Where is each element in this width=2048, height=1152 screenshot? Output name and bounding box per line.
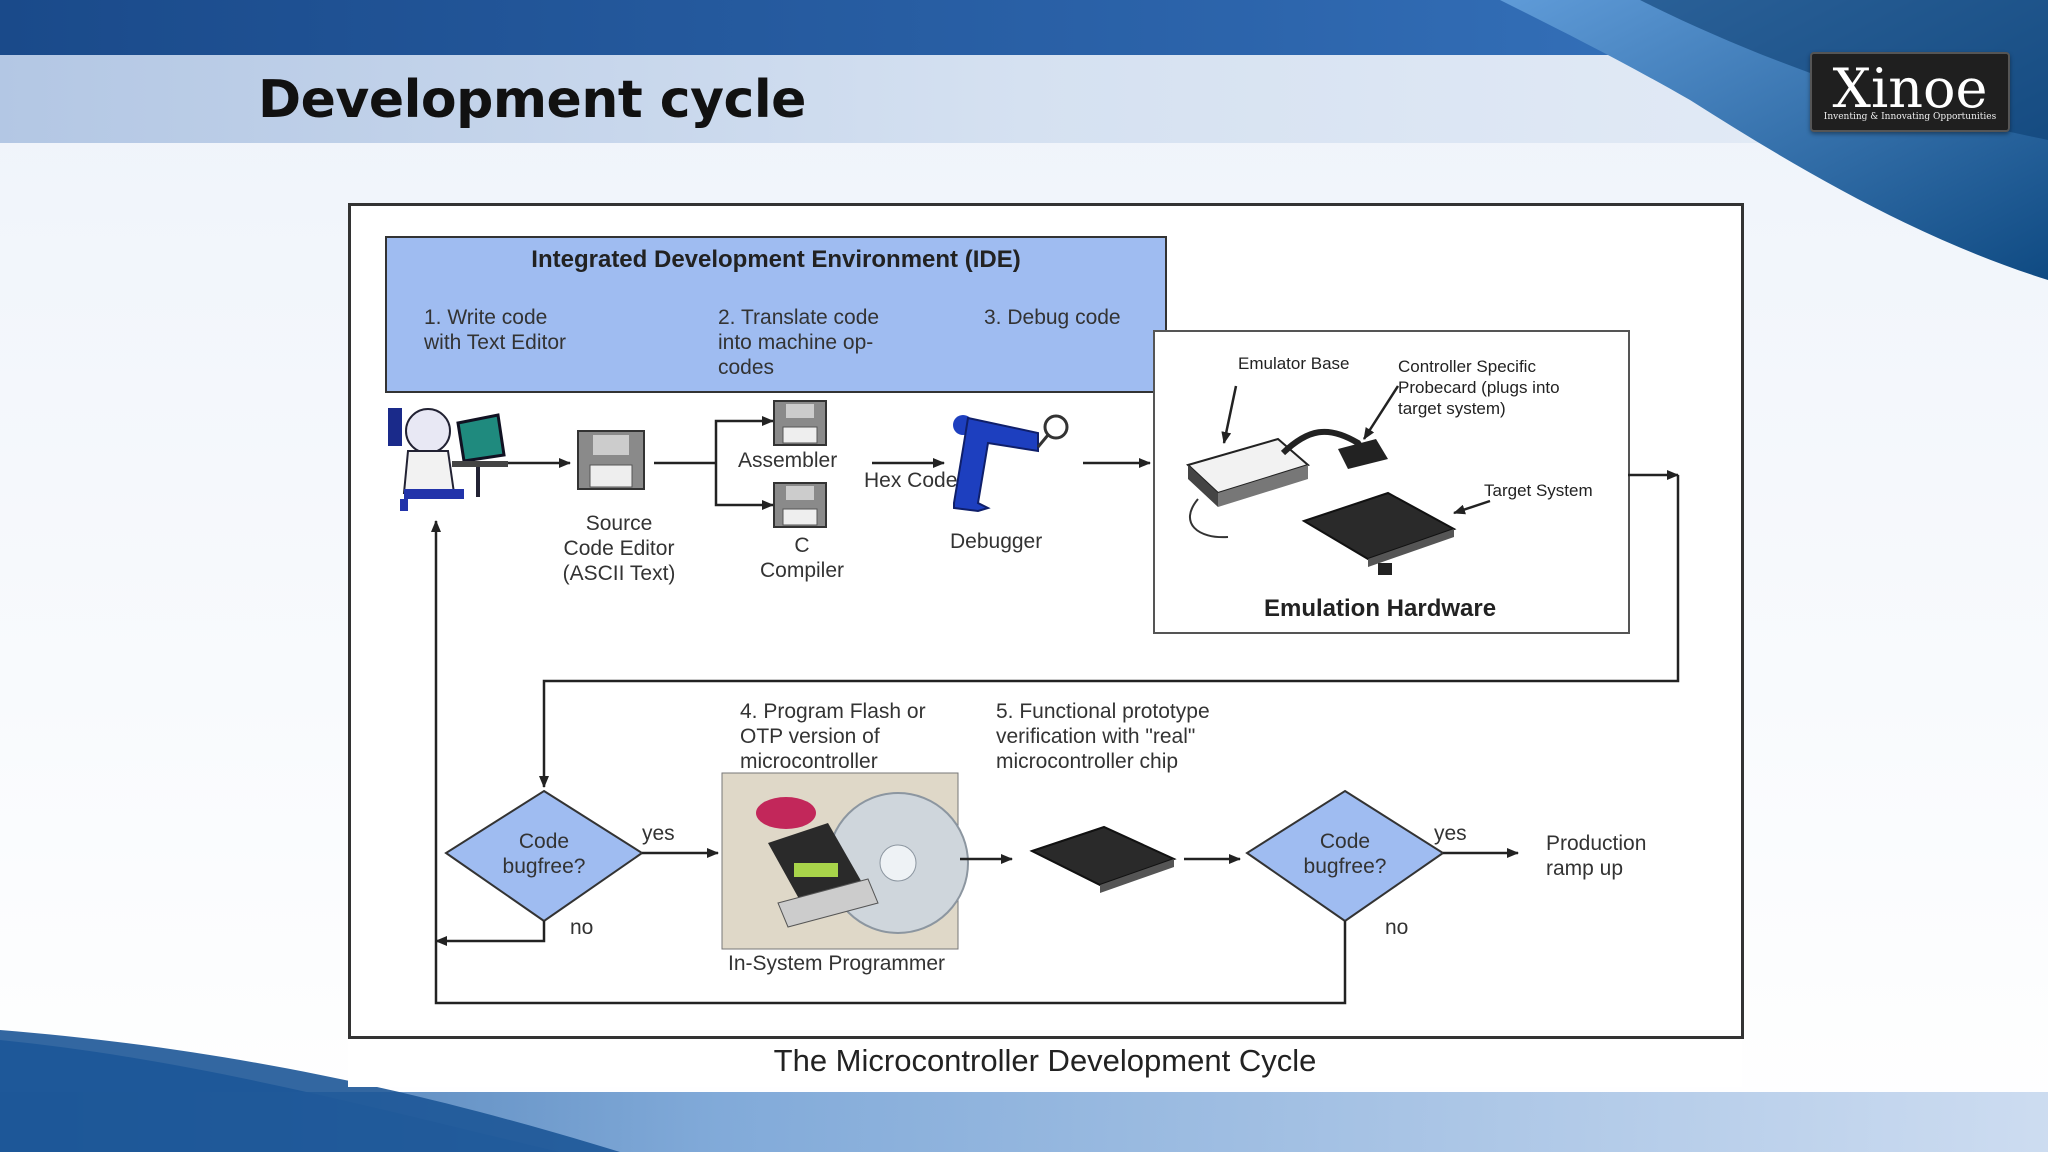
pointer-probecard xyxy=(1362,385,1400,440)
figure-frame xyxy=(348,203,1744,1039)
decision-1-text: Code bugfree? xyxy=(502,830,586,878)
diagram-graphics xyxy=(388,385,1680,1005)
figure-caption: The Microcontroller Development Cycle xyxy=(773,1043,1317,1078)
ide-title: Integrated Development Environment (IDE) xyxy=(531,246,1021,273)
slide-title: Development cycle xyxy=(258,70,806,130)
label-debugger: Debugger xyxy=(950,530,1043,553)
logo-tagline: Inventing & Innovating Opportunities xyxy=(1823,112,1997,122)
floppy-assembler-icon xyxy=(773,400,827,446)
label-target-system: Target System xyxy=(1484,481,1593,500)
label-production-ramp-up: Production ramp up xyxy=(1546,832,1647,880)
label-step4-program: 4. Program Flash or OTP version of micro… xyxy=(740,700,926,773)
decision-2-text: Code bugfree? xyxy=(1303,830,1387,878)
prototype-board-icon xyxy=(1029,825,1177,893)
arrow-to-compiler xyxy=(714,463,774,510)
label-hex-code: Hex Code xyxy=(864,469,958,492)
label-yes-1: yes xyxy=(642,822,675,845)
emulator-base-icon xyxy=(1186,428,1388,539)
label-source-code-editor: Source Code Editor (ASCII Text) xyxy=(562,512,676,585)
label-emulation-hardware: Emulation Hardware xyxy=(1264,595,1497,622)
label-yes-2: yes xyxy=(1434,822,1467,845)
label-no-2: no xyxy=(1385,916,1409,939)
label-probecard: Controller Specific Probecard (plugs int… xyxy=(1398,357,1560,418)
label-c-compiler: C Compiler xyxy=(759,534,845,582)
ide-step-debug: 3. Debug code xyxy=(984,306,1121,329)
pointer-emulator-base xyxy=(1221,385,1238,444)
connector-emulator-to-decision xyxy=(539,475,1680,788)
debugger-figure-icon xyxy=(953,414,1069,513)
development-cycle-figure: Integrated Development Environment (IDE)… xyxy=(348,203,1744,1087)
floppy-source-icon xyxy=(577,430,645,490)
target-system-board-icon xyxy=(1301,491,1457,575)
label-step5-verification: 5. Functional prototype verification wit… xyxy=(996,700,1210,773)
label-in-system-programmer: In-System Programmer xyxy=(728,952,946,975)
arrow-no-return-to-start xyxy=(431,520,1347,1005)
in-system-programmer-photo xyxy=(721,772,969,950)
ide-step-translate: 2. Translate code into machine op- codes xyxy=(718,306,880,379)
label-no-1: no xyxy=(570,916,594,939)
arrow-no-return-1 xyxy=(435,921,546,946)
programmer-icon xyxy=(388,408,508,511)
floppy-compiler-icon xyxy=(773,482,827,528)
ide-step-write: 1. Write code with Text Editor xyxy=(424,306,567,354)
arrow-to-assembler xyxy=(714,416,774,463)
xinoe-logo: Xinoe Inventing & Innovating Opportuniti… xyxy=(1810,52,2010,132)
label-assembler: Assembler xyxy=(738,449,838,472)
label-emulator-base: Emulator Base xyxy=(1238,354,1350,373)
pointer-target-system xyxy=(1453,499,1491,515)
ide-box: Integrated Development Environment (IDE) xyxy=(385,236,1167,393)
logo-wordmark: Xinoe xyxy=(1832,57,1988,120)
